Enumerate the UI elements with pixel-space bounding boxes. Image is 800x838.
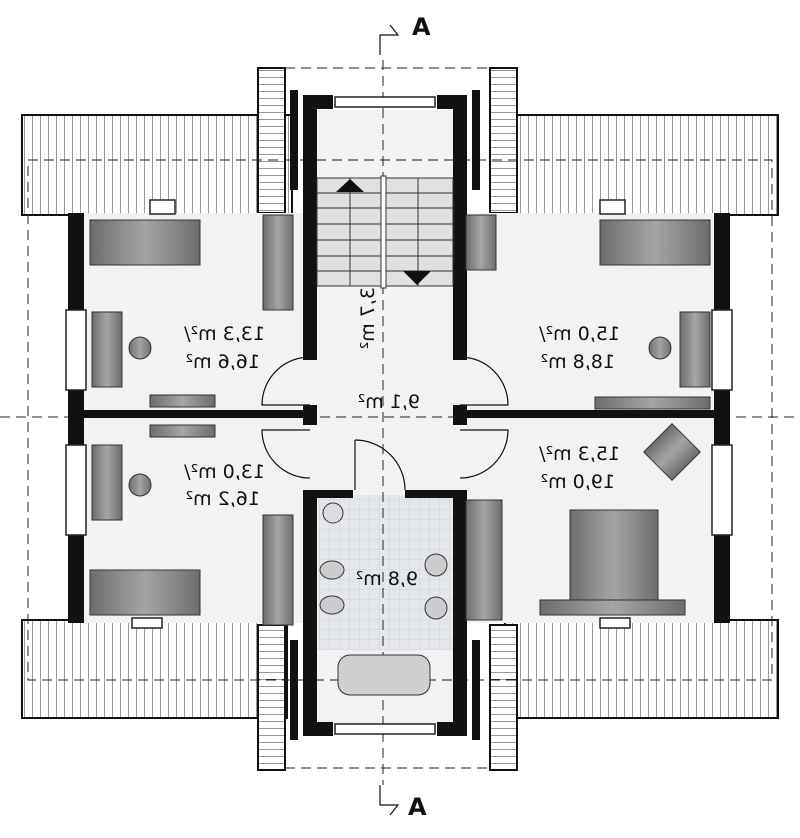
- sink: [424, 553, 448, 577]
- area-labels: 13,3 m²/ 16,6 m² 13,0 m²/ 16,2 m² 15,0 m…: [184, 287, 620, 590]
- chair: [648, 336, 672, 360]
- room-area: 15,3 m²/: [539, 443, 620, 465]
- chair: [128, 336, 152, 360]
- hall-area: 9,1 m²: [358, 391, 420, 413]
- walls: [68, 90, 730, 740]
- room-area-total: 19,0 m²: [541, 471, 615, 493]
- shelf: [149, 424, 216, 438]
- bed-base: [539, 599, 686, 616]
- bathtub: [337, 654, 431, 696]
- section-label: A: [408, 793, 427, 821]
- wardrobe: [262, 214, 294, 311]
- section-marker-bottom: A: [379, 785, 427, 821]
- chair: [128, 473, 152, 497]
- bed: [89, 569, 201, 616]
- stair-down-arrow-icon: [403, 271, 431, 285]
- shelf: [149, 394, 216, 408]
- room-area-total: 18,8 m²: [541, 351, 615, 373]
- stairs-area: 3,7 m²: [357, 287, 379, 349]
- sink: [424, 596, 448, 620]
- room-area: 15,0 m²/: [539, 323, 620, 345]
- room-area: 13,0 m²/: [184, 461, 265, 483]
- desk: [91, 311, 123, 388]
- staircase: [316, 175, 454, 289]
- section-marker-top: A: [379, 13, 431, 55]
- wardrobe: [262, 514, 294, 626]
- armchair: [643, 423, 701, 481]
- bathroom-area: 9,8 m²: [356, 568, 418, 590]
- bidet: [319, 595, 345, 615]
- stair-up-arrow-icon: [336, 179, 364, 192]
- shelf: [594, 396, 711, 410]
- room-area: 13,3 m²/: [184, 323, 265, 345]
- room-area-total: 16,6 m²: [186, 351, 260, 373]
- wardrobe: [465, 214, 497, 271]
- toilet: [319, 560, 345, 580]
- bed: [89, 219, 201, 266]
- furniture: [89, 214, 711, 696]
- desk: [679, 311, 711, 388]
- section-label: A: [412, 13, 431, 41]
- wardrobe: [465, 499, 503, 621]
- washing-machine: [322, 502, 344, 524]
- desk: [91, 444, 123, 521]
- bed: [599, 219, 711, 266]
- doors: [261, 356, 509, 491]
- room-area-total: 16,2 m²: [186, 488, 260, 510]
- double-bed: [569, 509, 659, 606]
- windows: [65, 96, 733, 735]
